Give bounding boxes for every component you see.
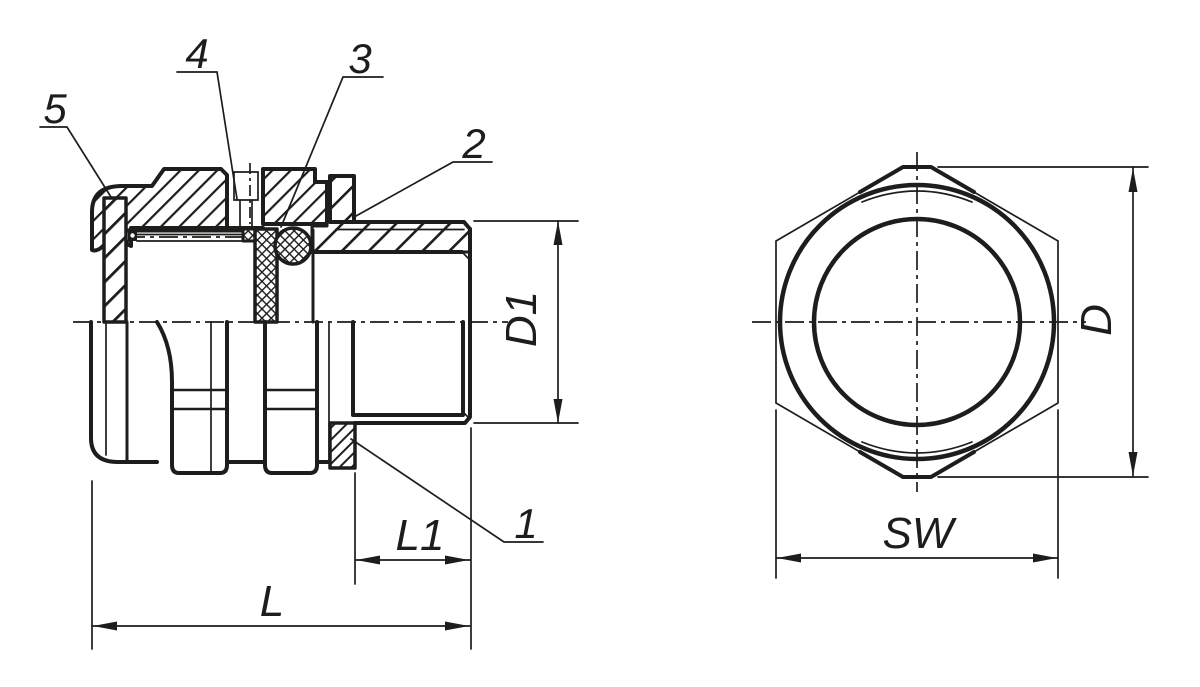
sealing-ring-section xyxy=(102,196,128,324)
callout-4-label: 4 xyxy=(185,30,208,77)
callout-3: 3 xyxy=(280,35,384,228)
callout-1-leader xyxy=(350,438,544,543)
dimension-l1: L1 xyxy=(354,427,472,650)
callout-4-leader xyxy=(176,71,238,200)
callout-4: 4 xyxy=(176,30,238,200)
seal-insert-section xyxy=(241,226,313,324)
chamfer-arc-bottom xyxy=(861,441,973,454)
intermediate-nut-bottom xyxy=(263,320,319,475)
insert-lower-edges xyxy=(239,199,253,227)
bore-chamfer-top xyxy=(461,251,471,261)
dim-l1-arrow-left xyxy=(356,555,380,565)
section-view: 5 4 3 2 1 D1 xyxy=(39,30,579,650)
seal-washer-section xyxy=(328,421,357,470)
dimension-sw: SW xyxy=(775,409,1059,579)
dimension-l: L xyxy=(91,480,471,650)
dimension-d: D xyxy=(937,166,1149,478)
callout-5-leader xyxy=(39,126,112,198)
thread-crest-line-bottom xyxy=(353,415,472,425)
hex-tip-top xyxy=(858,165,976,194)
callout-2-leader xyxy=(355,161,493,217)
callout-5: 5 xyxy=(39,85,112,198)
dim-d1-extension-lines xyxy=(473,220,579,424)
dim-d1-label: D1 xyxy=(497,291,546,347)
front-view: D SW xyxy=(752,152,1149,579)
lamella-thin-lines xyxy=(136,233,244,242)
dim-d-arrow-down xyxy=(1128,452,1138,476)
dimension-d1: D1 xyxy=(473,220,579,424)
callout-1: 1 xyxy=(350,438,544,547)
dim-d-extension-lines xyxy=(937,166,1149,478)
exterior-bottom-half xyxy=(89,320,472,475)
bore-cavity-bottom xyxy=(351,320,465,417)
intermediate-nut-section xyxy=(261,167,329,226)
dim-l1-extension-lines xyxy=(354,427,472,650)
thread-crest-line-top xyxy=(328,220,472,231)
callout-2-label: 2 xyxy=(461,120,485,167)
callout-1-label: 1 xyxy=(514,500,537,547)
callout-3-leader xyxy=(280,76,384,228)
dim-sw-arrow-left xyxy=(777,553,801,563)
dim-d-arrow-up xyxy=(1128,168,1138,192)
dim-l1-arrow-right xyxy=(445,555,469,565)
dim-sw-arrow-right xyxy=(1033,553,1057,563)
dim-d1-arrow-down xyxy=(553,399,563,423)
hex-tip-bottom xyxy=(858,450,976,479)
callout-5-label: 5 xyxy=(43,85,67,132)
dim-l-arrow-right xyxy=(445,621,469,631)
dim-l-arrow-left xyxy=(93,621,117,631)
callout-3-label: 3 xyxy=(348,35,371,82)
clamping-insert-detail xyxy=(225,171,265,230)
cap-skirt-bottom xyxy=(155,320,229,475)
callout-2: 2 xyxy=(355,120,493,217)
body-section xyxy=(308,174,472,417)
dim-d1-arrow-up xyxy=(553,221,563,245)
dim-l-label: L xyxy=(260,577,284,626)
o-ring xyxy=(273,226,313,266)
chamfer-circle xyxy=(777,182,1057,462)
lamella-end-left-hole xyxy=(130,233,135,238)
dim-l1-label: L1 xyxy=(396,511,445,560)
chamfer-arc-top xyxy=(861,190,973,203)
nut-facet-lines xyxy=(263,388,319,411)
dim-d-label: D xyxy=(1072,304,1121,336)
insert-upper-box xyxy=(233,171,259,201)
dim-sw-extension-lines xyxy=(775,409,1059,579)
lamella-lines xyxy=(126,228,252,242)
bore-circle xyxy=(811,216,1023,428)
dim-sw-label: SW xyxy=(883,509,957,558)
cap-dome-bottom xyxy=(89,320,159,464)
cap-facet-lines xyxy=(171,388,229,411)
